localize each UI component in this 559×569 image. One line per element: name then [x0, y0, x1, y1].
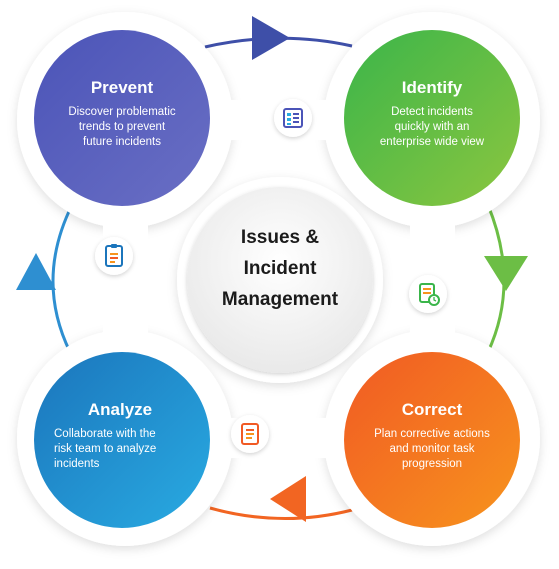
arrow-left	[16, 253, 56, 290]
stage-circle-prevent	[34, 30, 210, 206]
stage-circle-correct	[344, 352, 520, 528]
arrow-bottom	[270, 476, 306, 522]
center-circle	[187, 187, 373, 373]
arrow-right	[484, 256, 528, 291]
task-report-icon	[231, 415, 269, 453]
dashboard-icon	[274, 99, 312, 137]
arc-left	[51, 204, 74, 353]
arrow-top	[252, 16, 290, 60]
checklist-clock-icon	[409, 275, 447, 313]
clipboard-chart-icon	[95, 237, 133, 275]
stage-circle-analyze	[34, 352, 210, 528]
stage-circle-identify	[344, 30, 520, 206]
arc-bottom	[209, 506, 353, 521]
